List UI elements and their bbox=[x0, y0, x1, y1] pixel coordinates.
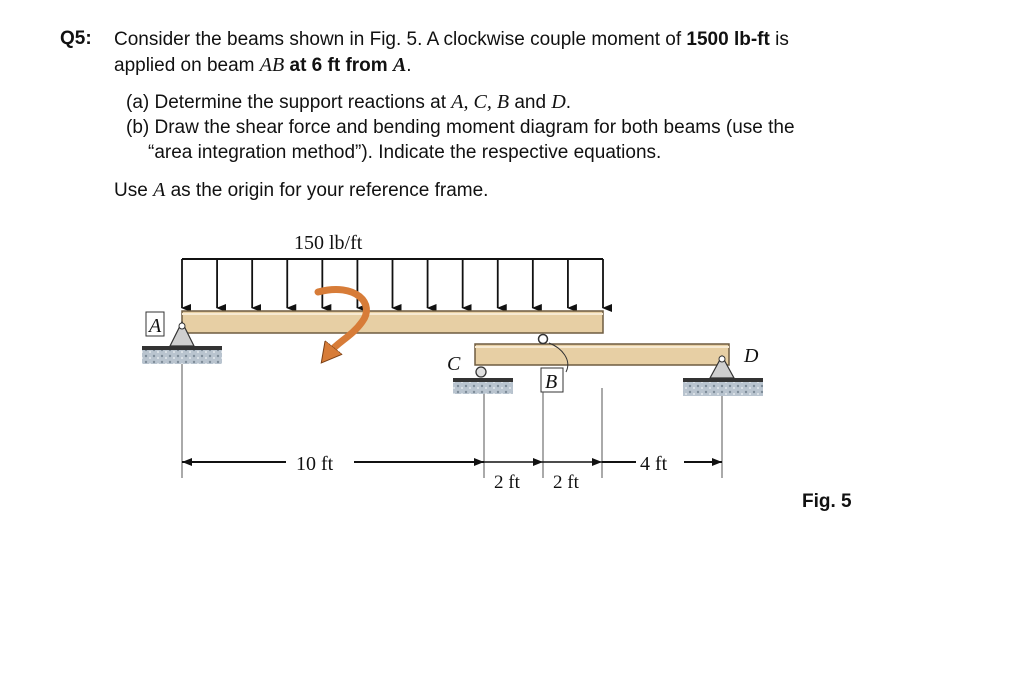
use-text-end: as the origin for your reference frame. bbox=[165, 180, 489, 201]
load-arrows bbox=[181, 259, 612, 312]
label-c: C bbox=[447, 353, 461, 375]
support-a bbox=[142, 320, 222, 364]
use-origin-line: Use A as the origin for your reference f… bbox=[114, 178, 488, 203]
moment-location: at 6 ft from bbox=[284, 55, 393, 76]
couple-moment-value: 1500 lb-ft bbox=[686, 29, 770, 50]
beam-cd bbox=[474, 343, 730, 366]
question-number: Q5: bbox=[60, 28, 92, 49]
part-a-end: . bbox=[565, 92, 572, 113]
question-line-1: Consider the beams shown in Fig. 5. A cl… bbox=[114, 28, 789, 52]
label-d: D bbox=[743, 345, 759, 367]
question-line-2-end: . bbox=[406, 55, 412, 76]
label-b-leader bbox=[548, 342, 569, 373]
dim-2a-label: 2 ft bbox=[494, 472, 521, 493]
question-line-2-text: applied on beam bbox=[114, 55, 260, 76]
figure-caption: Fig. 5 bbox=[802, 491, 852, 512]
question-line-1-end: is bbox=[769, 29, 789, 50]
use-text: Use bbox=[114, 180, 154, 201]
support-d bbox=[683, 354, 763, 396]
part-b-line-2: “area integration method”). Indicate the… bbox=[148, 142, 662, 163]
part-b-line-1: (b) Draw the shear force and bending mom… bbox=[126, 117, 795, 138]
beam-name: AB bbox=[259, 54, 285, 76]
part-a-and: and bbox=[509, 92, 552, 113]
dim-2b-label: 2 ft bbox=[553, 472, 580, 493]
label-a: A bbox=[147, 315, 162, 337]
pin-b bbox=[537, 333, 549, 345]
dim-10-label: 10 ft bbox=[296, 453, 334, 475]
part-a-last-point: D bbox=[551, 91, 566, 113]
support-c bbox=[453, 366, 513, 394]
label-a-box bbox=[145, 311, 165, 337]
question-line-2: applied on beam AB at 6 ft from A. bbox=[114, 53, 412, 78]
distributed-load-label: 150 lb/ft bbox=[294, 232, 363, 254]
use-origin-point: A bbox=[153, 179, 166, 201]
couple-moment-arrow bbox=[314, 286, 370, 352]
part-a-text: (a) Determine the support reactions at bbox=[126, 92, 452, 113]
label-b-box bbox=[540, 367, 564, 393]
moment-origin: A bbox=[392, 54, 407, 76]
part-a: (a) Determine the support reactions at A… bbox=[126, 90, 571, 115]
part-a-points: A, C, B bbox=[451, 91, 510, 113]
dim-4-label: 4 ft bbox=[640, 453, 668, 475]
label-b: B bbox=[545, 371, 557, 393]
question-line-1-text: Consider the beams shown in Fig. 5. A cl… bbox=[114, 29, 687, 50]
